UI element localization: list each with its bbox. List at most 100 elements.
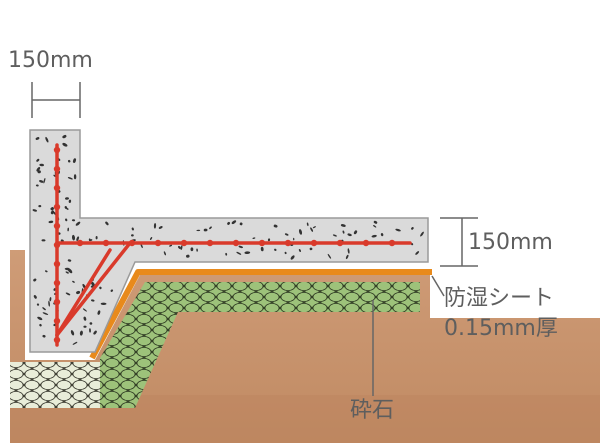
- aggregate-speck: [298, 248, 301, 253]
- aggregate-speck: [35, 184, 39, 187]
- aggregate-speck: [89, 322, 93, 325]
- aggregate-speck: [90, 281, 95, 286]
- aggregate-speck: [36, 303, 40, 306]
- aggregate-speck: [274, 248, 277, 251]
- aggregate-speck: [83, 316, 87, 321]
- aggregate-speck: [284, 233, 289, 236]
- aggregate-speck: [49, 297, 52, 302]
- aggregate-speck: [75, 221, 81, 226]
- aggregate-speck: [353, 230, 358, 235]
- aggregate-speck: [91, 299, 95, 302]
- aggregate-speck: [342, 230, 345, 234]
- rebar-node: [258, 239, 266, 247]
- concrete-foundation: [29, 129, 429, 353]
- aggregate-speck: [62, 142, 68, 147]
- aggregate-speck: [95, 236, 98, 240]
- aggregate-speck: [373, 225, 377, 228]
- aggregate-speck: [67, 159, 71, 163]
- aggregate-speck: [50, 210, 55, 215]
- aggregate-speck: [71, 219, 76, 222]
- rebar-node: [53, 298, 61, 306]
- sheet-leader-line: [431, 275, 445, 297]
- aggregate-speck: [347, 233, 352, 237]
- rebar-nodes: [53, 146, 396, 344]
- aggregate-speck: [33, 278, 37, 282]
- aggregate-speck: [100, 302, 107, 306]
- aggregate-speck: [35, 137, 40, 140]
- aggregate-speck: [48, 300, 50, 307]
- aggregate-speck: [227, 221, 231, 225]
- aggregate-speck: [180, 245, 183, 250]
- aggregate-speck: [32, 209, 38, 212]
- aggregate-speck: [39, 180, 44, 183]
- rebar-node: [388, 239, 396, 247]
- aggregate-speck: [72, 158, 77, 163]
- aggregate-speck: [411, 227, 414, 230]
- aggregate-speck: [310, 227, 314, 232]
- aggregate-speck: [231, 220, 237, 225]
- aggregate-speck: [36, 167, 41, 172]
- aggregate-speck: [110, 289, 114, 292]
- rebar-node: [53, 165, 61, 173]
- aggregate-speck: [97, 310, 101, 315]
- aggregate-speck: [186, 254, 190, 258]
- rebar-node: [53, 184, 61, 192]
- rebar-node: [362, 239, 370, 247]
- aggregate-speck: [290, 255, 295, 260]
- rebar-node: [310, 239, 318, 247]
- aggregate-speck: [42, 312, 49, 315]
- aggregate-speck: [65, 197, 69, 200]
- sheet-label-line2: 0.15mm厚: [444, 316, 558, 341]
- right-dimension-label: 150mm: [468, 230, 553, 255]
- aggregate-speck: [65, 271, 69, 274]
- aggregate-speck: [37, 316, 43, 321]
- aggregate-speck: [273, 224, 278, 228]
- aggregate-speck: [44, 270, 48, 273]
- aggregate-speck: [292, 237, 295, 241]
- aggregate-speck: [99, 286, 102, 290]
- aggregate-speck: [42, 307, 46, 311]
- rebar-node: [336, 239, 344, 247]
- aggregate-speck: [209, 226, 212, 230]
- rebar-node: [53, 241, 61, 249]
- aggregate-speck: [373, 220, 378, 224]
- aggregate-speck: [39, 163, 44, 167]
- aggregate-speck: [190, 247, 194, 252]
- aggregate-speck: [64, 206, 68, 209]
- aggregate-speck: [203, 228, 208, 232]
- aggregate-speck: [225, 252, 228, 256]
- aggregate-speck: [267, 238, 271, 242]
- rebar-node: [53, 317, 61, 325]
- rebar-node: [206, 239, 214, 247]
- aggregate-speck: [371, 234, 377, 238]
- aggregate-speck: [153, 223, 157, 229]
- aggregate-speck: [380, 233, 384, 237]
- aggregate-speck: [89, 239, 93, 242]
- aggregate-speck: [89, 328, 91, 333]
- aggregate-speck: [178, 245, 181, 249]
- aggregate-speck: [345, 254, 349, 260]
- aggregate-speck: [238, 245, 244, 249]
- aggregate-speck: [73, 174, 77, 180]
- aggregate-speck: [64, 267, 71, 271]
- rebar-node: [128, 239, 136, 247]
- rebar-node: [232, 239, 240, 247]
- aggregate-speck: [82, 308, 87, 312]
- top-dimension-label: 150mm: [8, 48, 93, 73]
- aggregate-speck: [39, 323, 42, 327]
- rebar-node: [102, 239, 110, 247]
- rebar-node: [180, 239, 188, 247]
- aggregate-speck: [70, 330, 75, 336]
- aggregate-speck: [33, 295, 37, 299]
- aggregate-speck: [196, 248, 198, 252]
- aggregate-speck: [36, 158, 40, 162]
- aggregate-speck: [236, 251, 242, 255]
- aggregate-speck: [420, 231, 424, 237]
- aggregate-speck: [67, 177, 73, 180]
- aggregate-speck: [169, 244, 173, 247]
- aggregate-speck: [71, 234, 76, 241]
- aggregate-speck: [327, 253, 332, 259]
- aggregate-speck: [131, 227, 134, 231]
- aggregate-speck: [65, 292, 71, 296]
